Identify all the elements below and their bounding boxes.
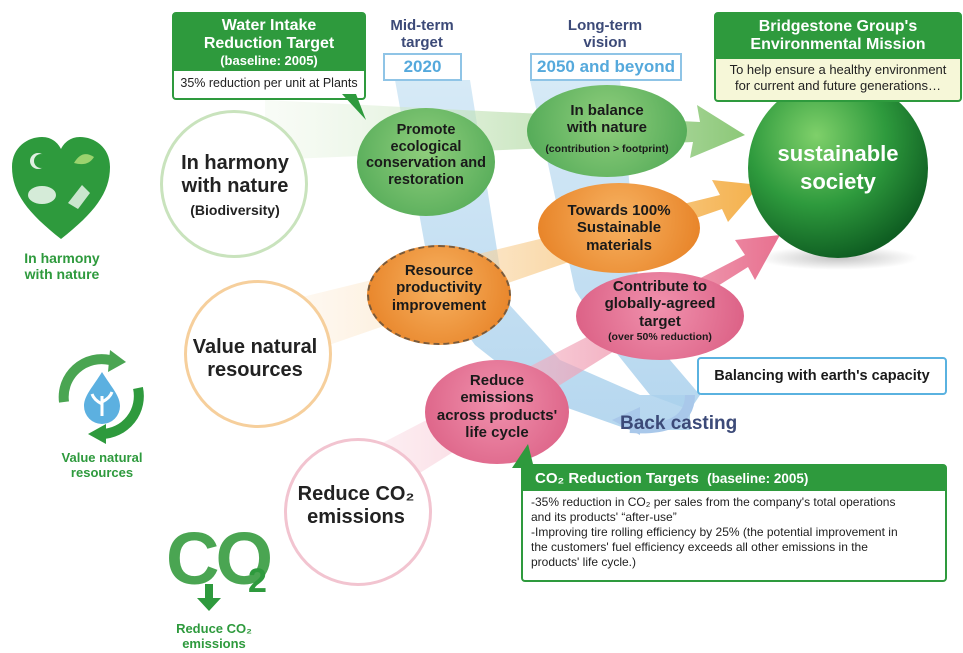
balance-oval bbox=[527, 85, 687, 177]
resource-label: Resource productivity improvement bbox=[391, 262, 487, 314]
co2-box-baseline: (baseline: 2005) bbox=[707, 471, 809, 486]
sustainable-society-label: sustainable society bbox=[777, 141, 899, 194]
balance-sub: (contribution > footprint) bbox=[545, 143, 669, 155]
co2-box-line2: -Improving tire rolling efficiency by 25… bbox=[531, 525, 898, 569]
harmony-title: In harmony with nature bbox=[181, 152, 289, 197]
mission-box-text: To help ensure a healthy environment for… bbox=[729, 61, 947, 94]
co2-subscript: 2 bbox=[248, 562, 267, 600]
resource-oval bbox=[367, 245, 511, 345]
mission-box-title: Bridgestone Group's Environmental Missio… bbox=[716, 14, 960, 59]
co2-icon: CO 2 bbox=[166, 517, 276, 611]
value-icon-label: Value natural resources bbox=[61, 450, 143, 480]
balance-title: In balance with nature bbox=[566, 102, 647, 137]
longterm-header: Long-term vision bbox=[567, 17, 643, 52]
promote-label: Promote ecological conservation and rest… bbox=[365, 122, 487, 189]
contribute-oval bbox=[576, 272, 744, 360]
reduce-oval bbox=[425, 360, 569, 464]
water-box-pointer bbox=[342, 94, 366, 120]
contribute-sub: (over 50% reduction) bbox=[608, 331, 712, 343]
mission-box: Bridgestone Group's Environmental Missio… bbox=[714, 12, 962, 102]
harmony-heart-icon bbox=[12, 137, 110, 239]
reduce-label: Reduce emissions across products' life c… bbox=[436, 372, 558, 441]
harmony-icon-label: In harmony with nature bbox=[24, 250, 100, 283]
midterm-header: Mid-term target bbox=[390, 17, 454, 52]
recycle-drop-icon bbox=[58, 350, 144, 444]
co2-circle bbox=[284, 438, 432, 586]
sustainable-sphere bbox=[748, 78, 928, 258]
co2-title: Reduce CO₂ emissions bbox=[297, 483, 415, 528]
harmony-circle bbox=[160, 110, 308, 258]
harmony-sub: (Biodiversity) bbox=[190, 202, 280, 218]
water-intake-box: Water Intake Reduction Target (baseline:… bbox=[172, 12, 366, 100]
co2-box-pointer bbox=[512, 444, 534, 468]
water-box-text: 35% reduction per unit at Plants bbox=[180, 75, 358, 90]
back-casting-label: Back casting bbox=[620, 413, 738, 434]
promote-oval bbox=[357, 108, 495, 216]
down-arrow-icon bbox=[197, 584, 221, 611]
co2-targets-box: CO₂ Reduction Targets (baseline: 2005) -… bbox=[521, 464, 947, 582]
towards-label: Towards 100% Sustainable materials bbox=[567, 202, 671, 254]
co2-box-line1: -35% reduction in CO₂ per sales from the… bbox=[531, 495, 896, 524]
co2-glyph: CO bbox=[166, 517, 273, 600]
value-circle bbox=[184, 280, 332, 428]
water-box-title: Water Intake Reduction Target bbox=[203, 17, 335, 52]
balancing-box: Balancing with earth's capacity bbox=[697, 357, 947, 395]
contribute-title: Contribute to globally-agreed target bbox=[604, 278, 716, 330]
longterm-year: 2050 and beyond bbox=[530, 53, 682, 81]
value-title: Value natural resources bbox=[192, 336, 318, 381]
co2-box-title: CO₂ Reduction Targets bbox=[535, 470, 699, 487]
water-box-baseline: (baseline: 2005) bbox=[220, 52, 318, 68]
midterm-year: 2020 bbox=[383, 53, 462, 81]
co2-icon-label: Reduce CO₂ emissions bbox=[176, 621, 252, 651]
towards-oval bbox=[538, 183, 700, 273]
